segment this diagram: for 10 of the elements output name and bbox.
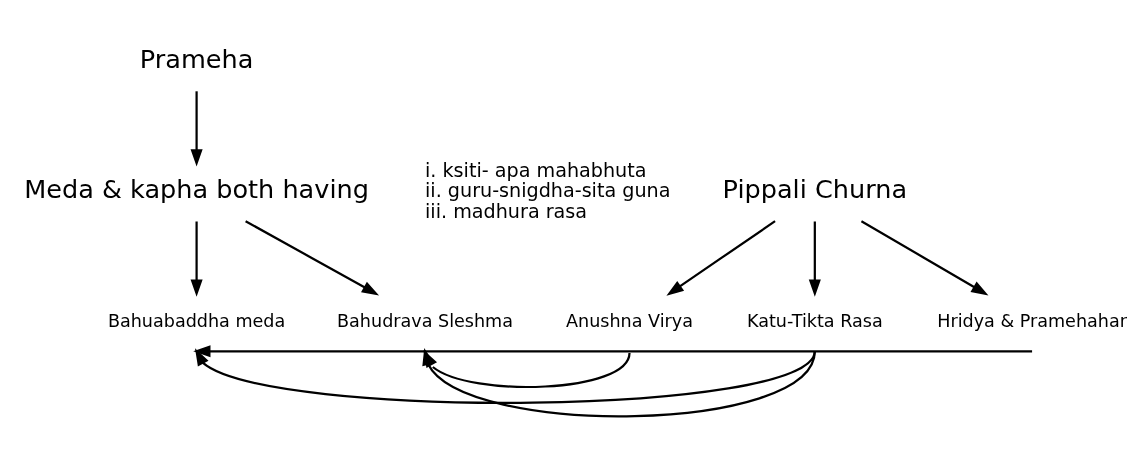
node-label: i. ksiti- apa mahabhuta	[425, 158, 647, 182]
node-text: Hridya & Pramehahar	[937, 311, 1127, 332]
node-text: Meda & kapha both having	[24, 174, 369, 205]
node-text: Bahudrava Sleshma	[337, 311, 513, 332]
node-text: Katu-Tikta Rasa	[746, 311, 883, 332]
node-label: iii. madhura rasa	[425, 200, 588, 224]
node-text: Anushna Virya	[566, 311, 693, 332]
node-text: Prameha	[139, 44, 254, 75]
node-text: Bahuabaddha meda	[107, 311, 286, 332]
node-text: Pippali Churna	[722, 174, 908, 205]
